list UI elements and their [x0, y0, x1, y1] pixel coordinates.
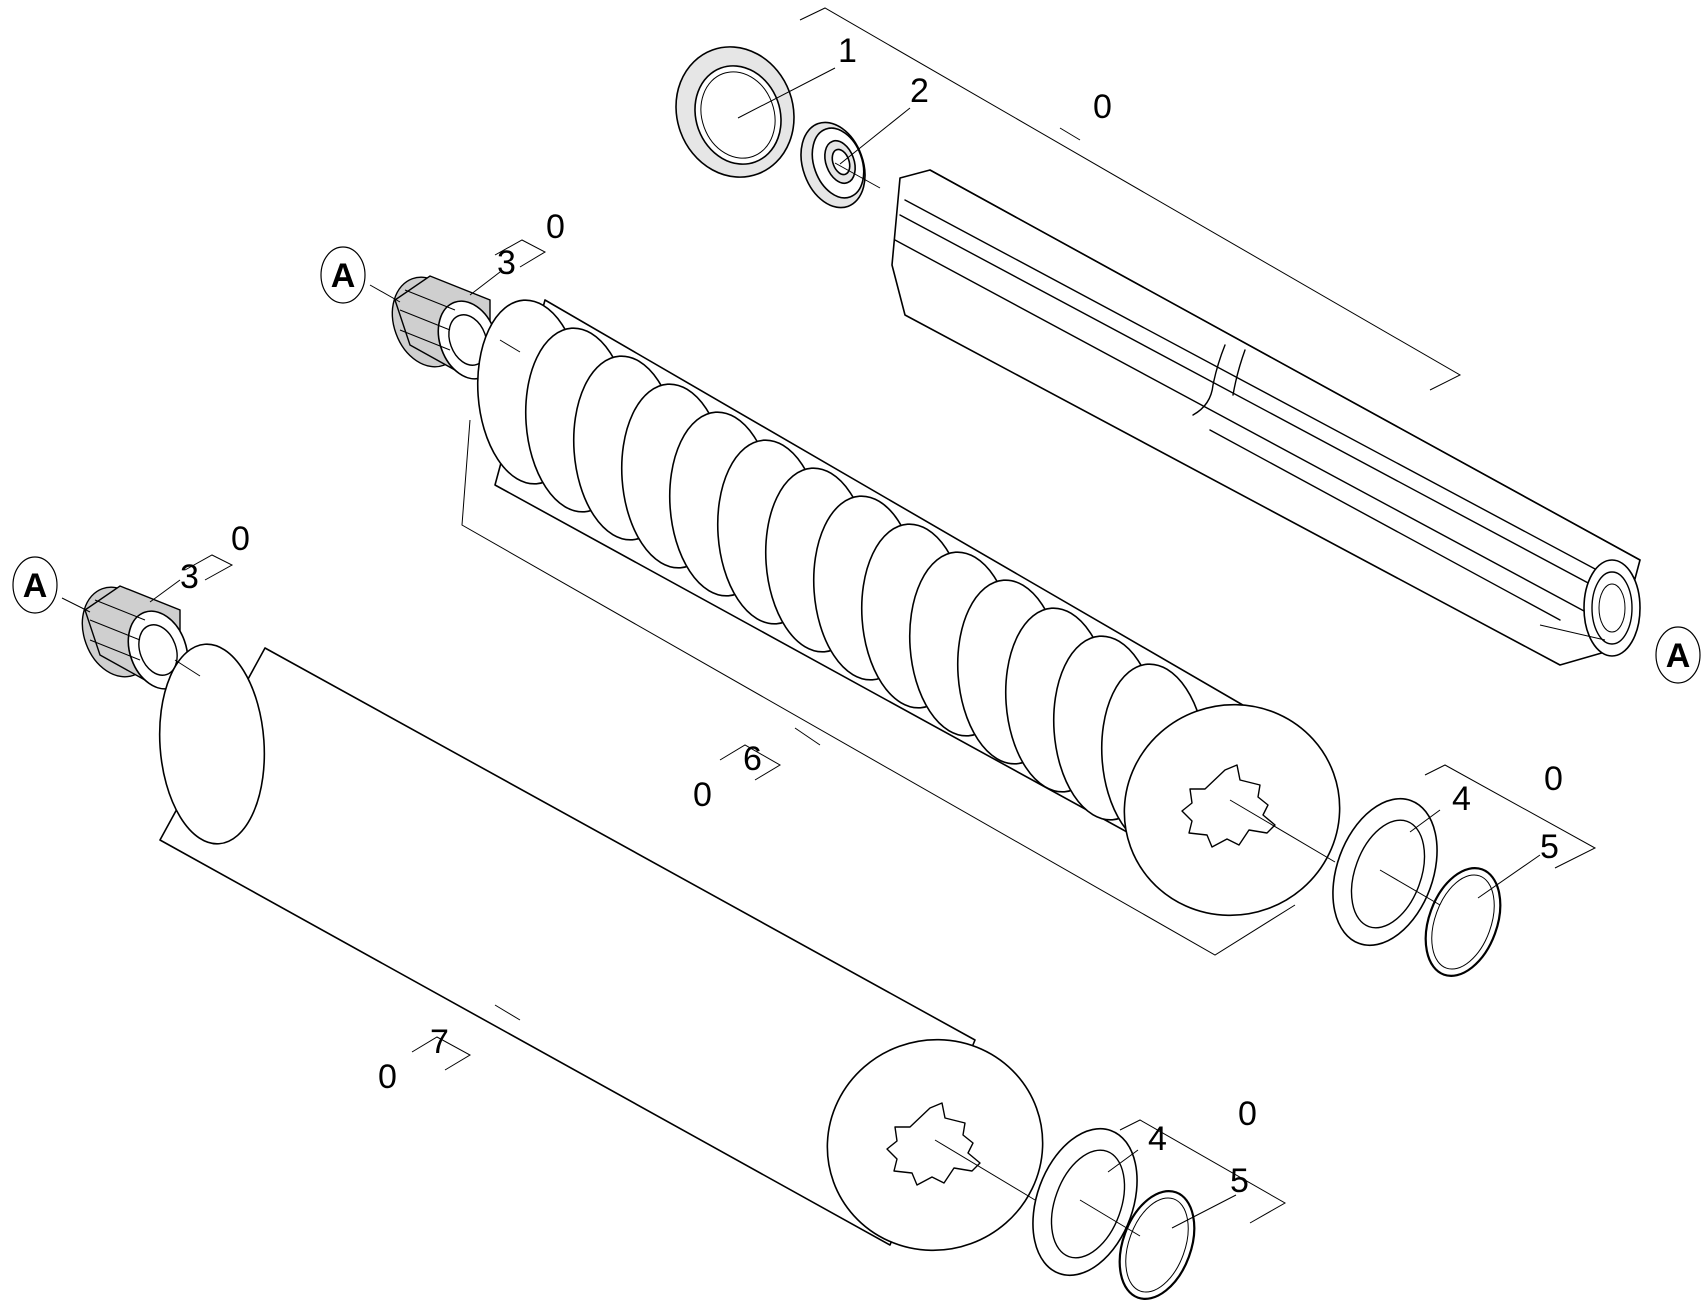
callout-fixing-upper-set: 0	[1544, 760, 1563, 798]
callout-shaft-assembly: 0	[1093, 88, 1112, 126]
roller-discs	[476, 299, 1208, 849]
callout-washer-upper: 4	[1452, 780, 1471, 818]
circlip-lower	[1118, 1190, 1196, 1300]
callout-bracket: 1	[838, 32, 857, 70]
callout-pinion-upper-set: 0	[546, 208, 565, 246]
svg-text:A: A	[23, 567, 48, 605]
callout-labels: 0 1 2 0 3 0 3 6 0 0 4 5 7 0 0 4 5	[180, 32, 1563, 1200]
callout-washer-lower: 4	[1148, 1120, 1167, 1158]
callout-pinion-upper: 3	[497, 244, 516, 282]
callout-pinion-lower: 3	[180, 558, 199, 596]
reference-a-middle-left: A	[12, 556, 58, 614]
svg-text:A: A	[1666, 637, 1691, 675]
disc-roller	[476, 299, 1341, 917]
callout-circlip-lower: 5	[1230, 1162, 1249, 1200]
callout-fixing-lower-set: 0	[1238, 1095, 1257, 1133]
washer-lower	[1032, 1127, 1138, 1277]
bearing	[800, 121, 866, 209]
reference-a-right: A	[1655, 626, 1701, 684]
callout-smooth-roller-set: 0	[378, 1058, 397, 1096]
callout-disc-roller-set: 0	[693, 776, 712, 814]
callout-disc-roller: 6	[743, 740, 762, 778]
smooth-roller	[158, 643, 1044, 1252]
leader-lines	[61, 67, 1606, 1237]
svg-text:A: A	[331, 257, 356, 295]
bracket	[675, 46, 795, 178]
callout-bearing: 2	[910, 72, 929, 110]
assembly-brackets	[184, 7, 1597, 1224]
circlip-upper	[1424, 867, 1502, 977]
hex-shaft	[891, 169, 1641, 666]
callout-smooth-roller: 7	[430, 1023, 449, 1061]
callout-pinion-lower-set: 0	[231, 520, 250, 558]
washer-upper	[1332, 797, 1438, 947]
callout-circlip-upper: 5	[1540, 828, 1559, 866]
reference-a-upper-left: A	[320, 246, 366, 304]
